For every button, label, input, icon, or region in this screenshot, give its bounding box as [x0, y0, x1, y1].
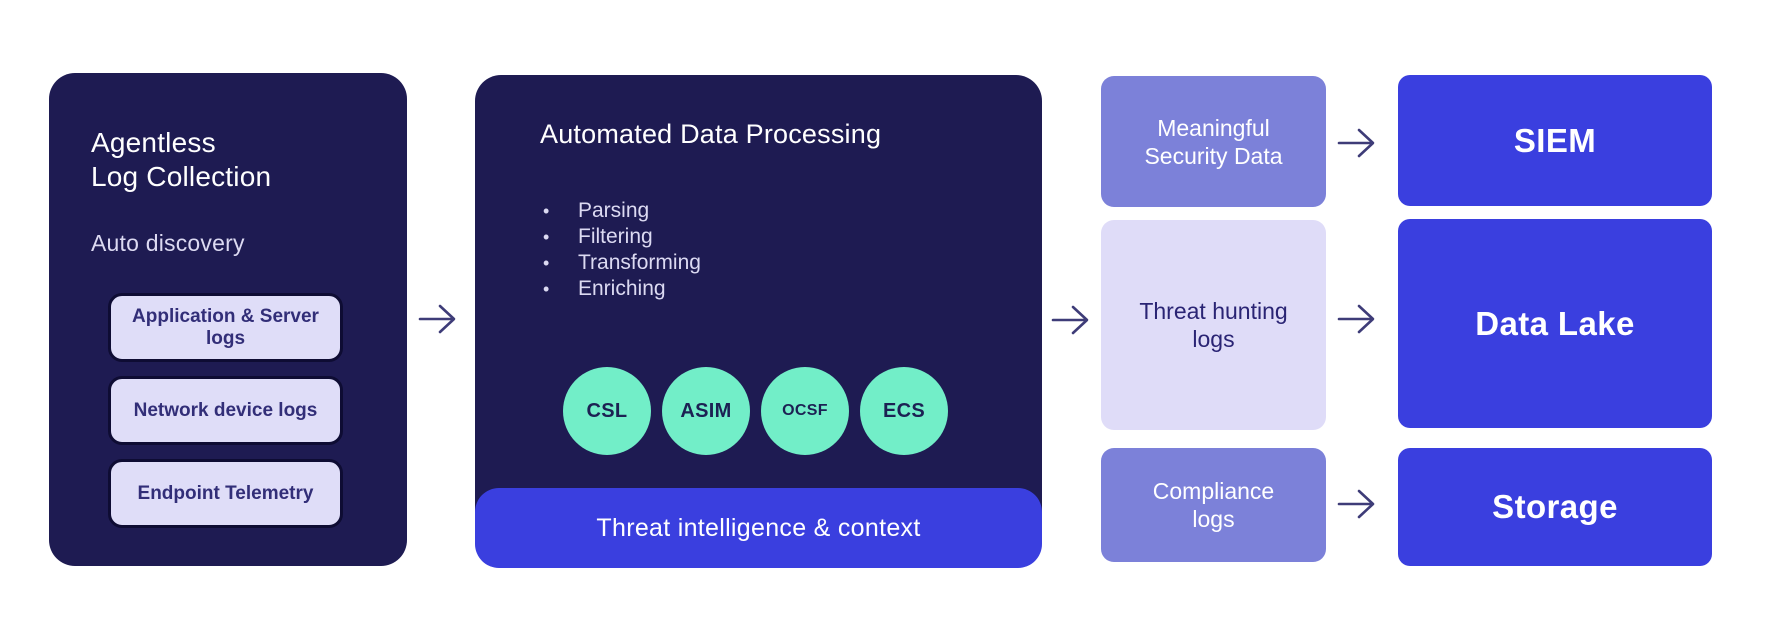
processing-steps-list: • Parsing • Filtering • Transforming • Enric… [543, 198, 701, 302]
schema-badge-ocsf: OCSF [761, 367, 849, 455]
flow-arrow-icon [1335, 125, 1379, 161]
processing-step-label: Filtering [578, 225, 653, 248]
collection-card-title: Agentless Log Collection [91, 127, 272, 192]
bullet-icon: • [543, 201, 550, 221]
log-source-chip-endpoint-telemetry: Endpoint Telemetry [108, 459, 343, 528]
flow-arrow-icon [416, 301, 460, 337]
schema-badge-csl: CSL [563, 367, 651, 455]
agentless-log-collection-card: Agentless Log Collection Auto discovery … [49, 73, 407, 566]
schema-badge-ecs: ECS [860, 367, 948, 455]
log-source-chip-application-server: Application & Server logs [108, 293, 343, 362]
processing-step: • Transforming [543, 250, 701, 276]
output-box-meaningful-security-data: Meaningful Security Data [1101, 76, 1326, 207]
processing-step-label: Enriching [578, 277, 666, 300]
processing-step: • Filtering [543, 224, 701, 250]
processing-step: • Parsing [543, 198, 701, 224]
output-box-threat-hunting-logs: Threat hunting logs [1101, 220, 1326, 430]
schema-badge-asim: ASIM [662, 367, 750, 455]
log-source-chip-network-device: Network device logs [108, 376, 343, 445]
processing-step-label: Parsing [578, 199, 650, 222]
processing-step: • Enriching [543, 276, 701, 302]
collection-card-subtitle: Auto discovery [91, 230, 245, 256]
schema-badge-row: CSL ASIM OCSF ECS [563, 367, 948, 455]
flow-arrow-icon [1049, 302, 1093, 338]
bullet-icon: • [543, 227, 550, 247]
destination-box-storage: Storage [1398, 448, 1712, 566]
processing-step-label: Transforming [578, 251, 701, 274]
processing-card-title: Automated Data Processing [540, 119, 882, 149]
destination-box-data-lake: Data Lake [1398, 219, 1712, 428]
output-box-compliance-logs: Compliance logs [1101, 448, 1326, 562]
destination-box-siem: SIEM [1398, 75, 1712, 206]
flow-arrow-icon [1335, 486, 1379, 522]
flow-arrow-icon [1335, 301, 1379, 337]
bullet-icon: • [543, 253, 550, 273]
bullet-icon: • [543, 279, 550, 299]
log-source-list: Application & Server logs Network device… [108, 293, 343, 528]
automated-data-processing-card: Automated Data Processing • Parsing • Filt… [475, 75, 1042, 568]
threat-intelligence-banner: Threat intelligence & context [475, 488, 1042, 568]
